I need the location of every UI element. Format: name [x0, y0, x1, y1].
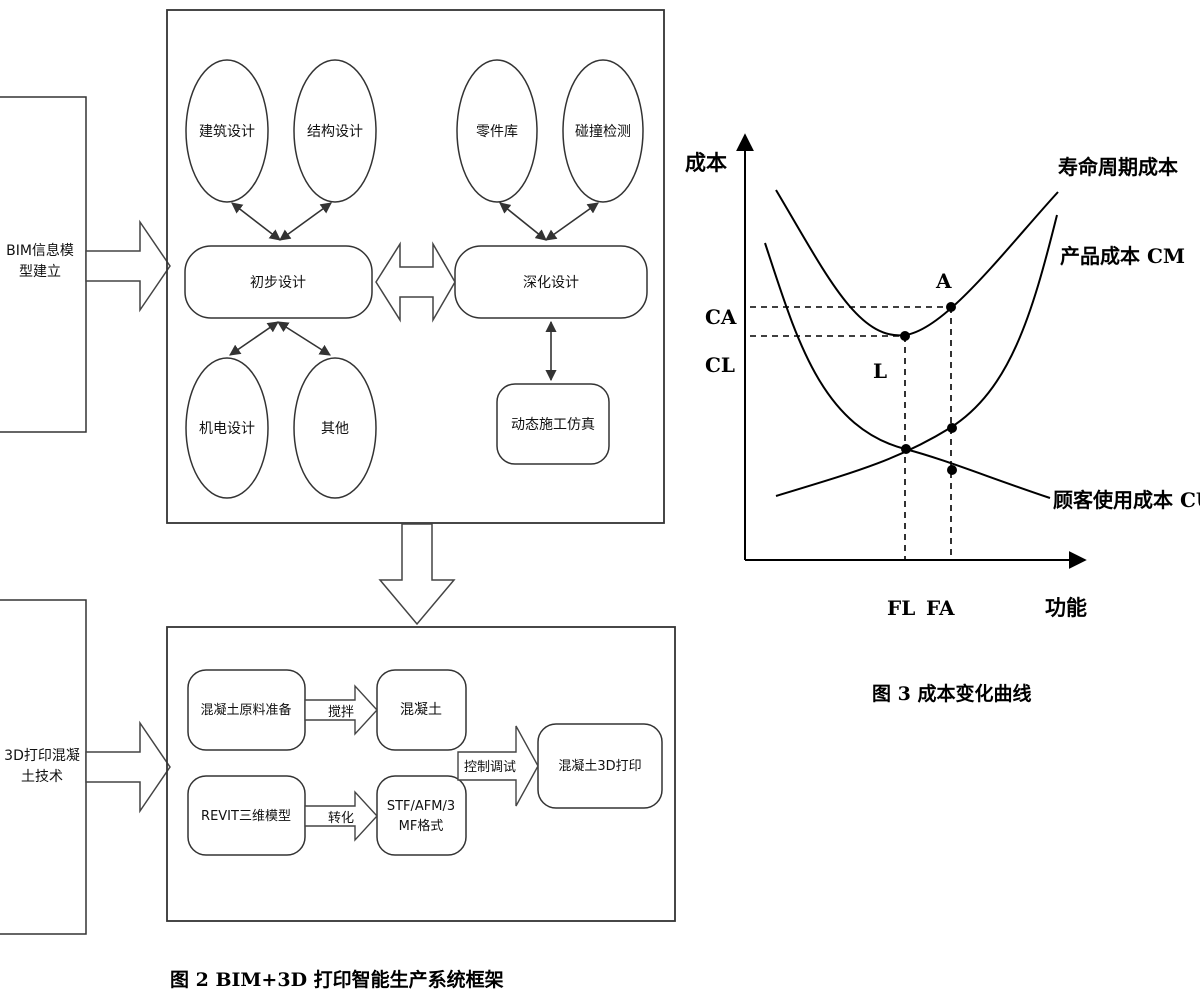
l-label: L	[873, 359, 887, 383]
node-other	[293, 357, 377, 499]
node-concrete-label: 混凝土	[400, 702, 442, 718]
a-label: A	[935, 269, 952, 293]
node-clash-label: 碰撞检测	[575, 124, 631, 140]
arrow-control	[457, 725, 539, 807]
fig2-caption: 图 2 BIM+3D 打印智能生产系统框架	[170, 968, 504, 991]
fa-label: FA	[926, 596, 955, 620]
node-sim-label: 动态施工仿真	[511, 417, 595, 433]
curve-user	[764, 242, 1051, 499]
node-struct	[293, 59, 377, 203]
printing-panel	[166, 626, 676, 922]
x-axis-label: 功能	[1045, 595, 1087, 620]
node-raw-label: 混凝土原料准备	[200, 702, 291, 718]
hollow-double-arrow	[375, 241, 456, 323]
node-revit-label: REVIT三维模型	[201, 809, 291, 824]
node-other-label: 其他	[321, 421, 349, 437]
point-intersection	[901, 444, 911, 454]
side-3dp-line2: 土技术	[21, 769, 63, 785]
arrow-mix-label: 搅拌	[328, 704, 354, 720]
point-fa-product	[947, 423, 957, 433]
node-mep-label: 机电设计	[199, 421, 255, 437]
arrow-convert-label: 转化	[328, 811, 354, 826]
fig3-caption: 图 3 成本变化曲线	[872, 682, 1031, 705]
node-print-label: 混凝土3D打印	[558, 758, 641, 774]
node-prelim	[184, 245, 373, 319]
curve-life-cycle	[775, 189, 1059, 337]
point-l	[900, 331, 910, 341]
node-arch	[185, 59, 269, 203]
design-panel	[166, 9, 665, 524]
life-cycle-label: 寿命周期成本	[1058, 155, 1178, 179]
side-bim-line2: 型建立	[19, 264, 61, 280]
node-prelim-label: 初步设计	[250, 274, 306, 291]
node-parts	[456, 59, 538, 203]
cl-label: CL	[705, 353, 735, 377]
side-3dp-line1: 3D打印混凝	[4, 747, 80, 764]
arrow-control-label: 控制调试	[464, 760, 516, 775]
product-cost-label: 产品成本 CM	[1060, 244, 1185, 268]
ca-label: CA	[705, 305, 737, 329]
link-parts-deep	[499, 202, 547, 241]
curve-product	[775, 214, 1058, 497]
side-bim-line1: BIM信息模	[6, 242, 74, 259]
side-box-3dp	[0, 599, 87, 935]
node-sim	[496, 383, 610, 465]
arrow-convert	[304, 790, 378, 842]
node-clash	[562, 59, 644, 203]
arrow-mix	[304, 684, 378, 736]
hollow-arrow-down	[378, 523, 456, 626]
node-parts-label: 零件库	[476, 124, 518, 140]
node-arch-label: 建筑设计	[199, 124, 255, 140]
fig3-chart: 成本 功能 寿命周期成本 产品成本 CM 顾客使用成本 CU CA CL A L…	[685, 133, 1200, 705]
node-deep-label: 深化设计	[523, 275, 579, 291]
y-axis-label: 成本	[685, 150, 727, 175]
node-mep	[185, 357, 269, 499]
fl-label: FL	[887, 596, 915, 620]
user-cost-label: 顾客使用成本 CU	[1053, 488, 1200, 512]
link-clash-deep	[545, 202, 599, 241]
fig2-diagram: BIM信息模 型建立 3D打印混凝 土技术 建筑设计 结构设计 零件库 碰撞检测…	[0, 9, 676, 991]
link-prelim-mep	[229, 321, 279, 356]
point-a	[946, 302, 956, 312]
link-struct-prelim	[279, 202, 332, 241]
node-format-line1: STF/AFM/3	[387, 799, 455, 814]
node-format-line2: MF格式	[399, 818, 444, 834]
hollow-arrow-3dp	[85, 720, 171, 814]
link-prelim-other	[277, 321, 331, 356]
node-struct-label: 结构设计	[307, 124, 363, 140]
hollow-arrow-bim	[85, 219, 171, 313]
link-arch-prelim	[231, 202, 281, 241]
node-format	[376, 775, 467, 856]
point-fa-user	[947, 465, 957, 475]
